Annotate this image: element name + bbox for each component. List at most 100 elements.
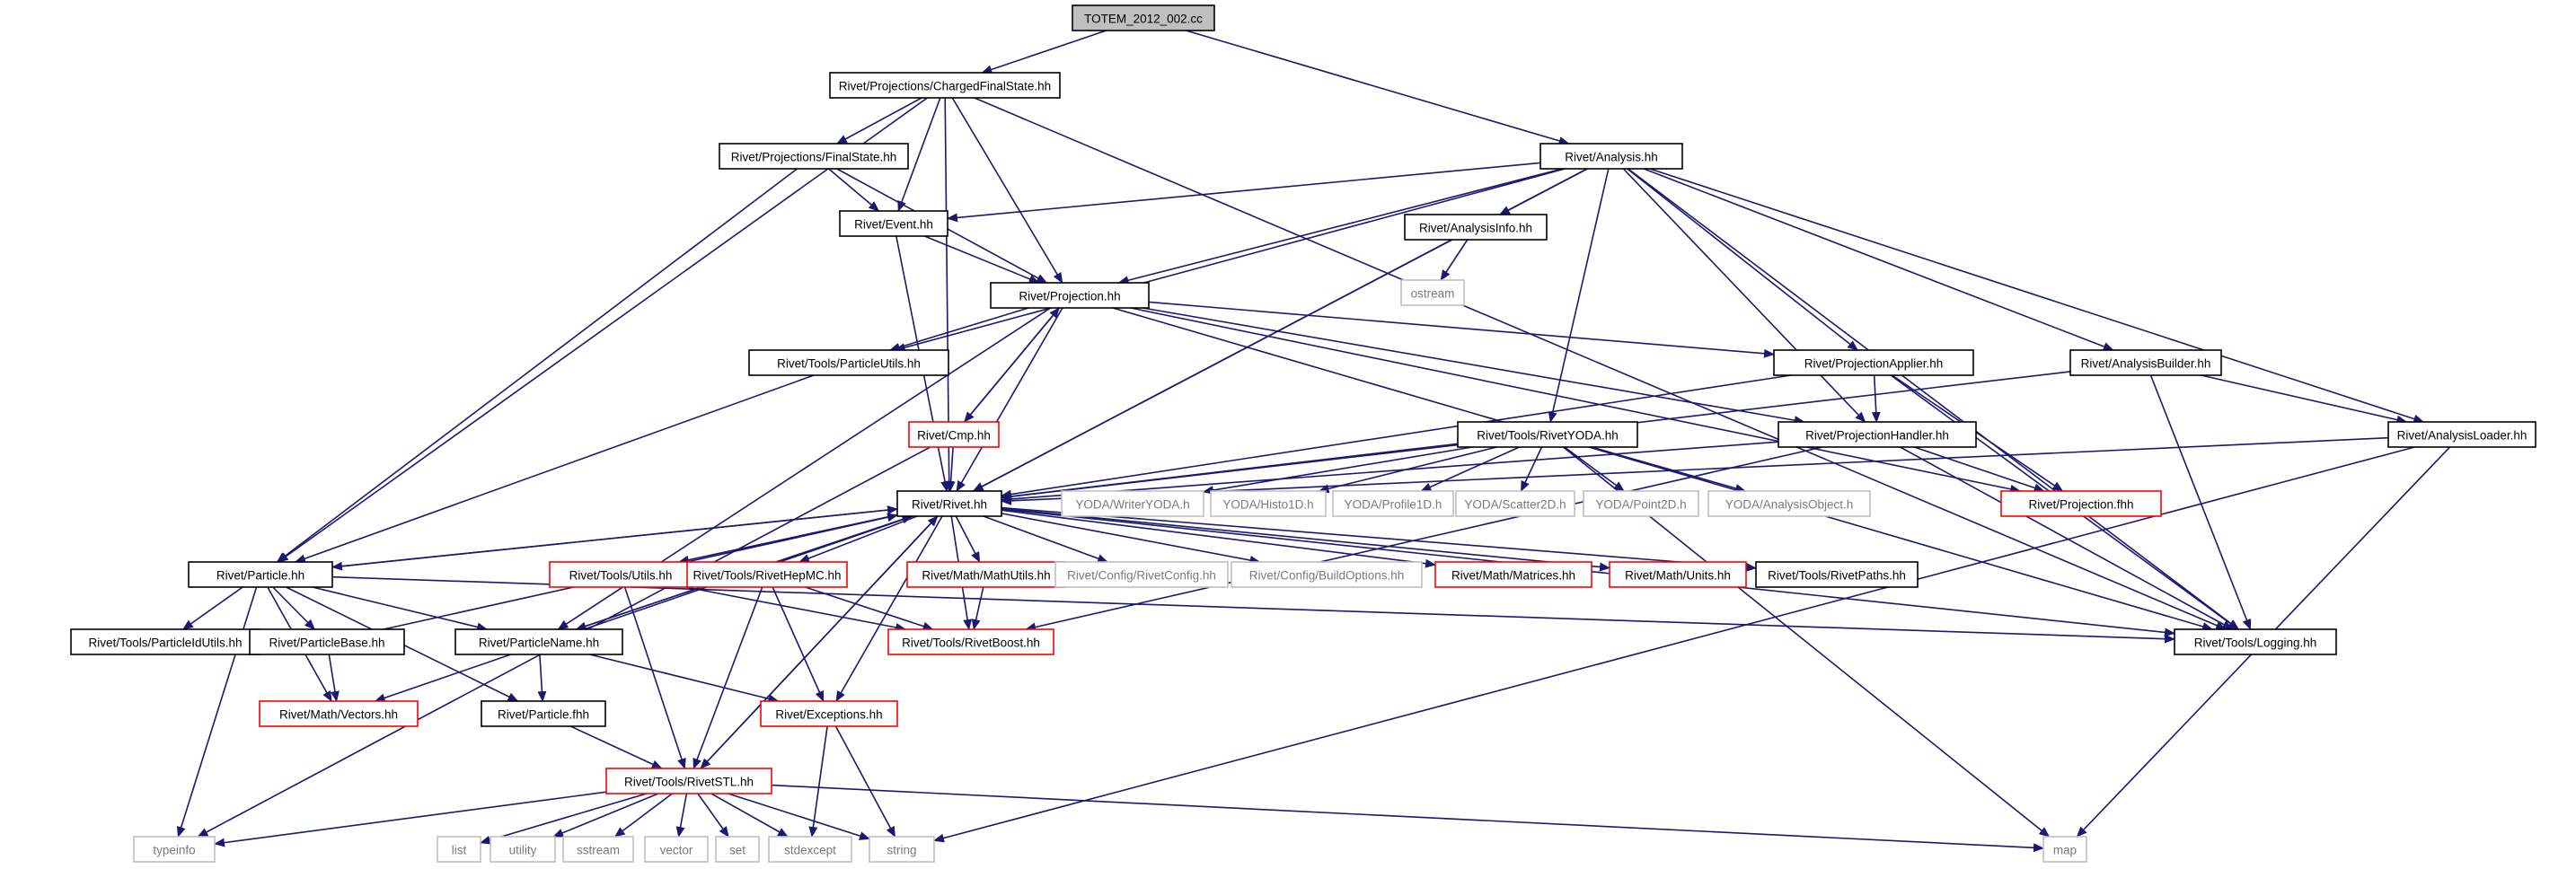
file-node-rivet-tools-rivetpaths-hh[interactable]: Rivet/Tools/RivetPaths.hh [1755,561,1919,588]
file-node-rivet-analysisloader-hh[interactable]: Rivet/AnalysisLoader.hh [2387,421,2536,448]
file-node-stdexcept: stdexcept [768,836,852,863]
edge-putils-to-particle [294,374,815,563]
node-box [481,700,606,727]
node-box [829,72,1061,99]
file-node-rivet-tools-rivetyoda-hh[interactable]: Rivet/Tools/RivetYODA.hh [1457,421,1638,448]
node-box [259,700,419,727]
node-label: stdexcept [784,844,836,857]
file-node-map: map [2042,836,2087,863]
edge-rivet-to-bconfig [1001,513,1261,565]
file-node-rivet-math-units-hh[interactable]: Rivet/Math/Units.hh [1609,561,1747,588]
file-node-rivet-tools-utils-hh[interactable]: Rivet/Tools/Utils.hh [549,561,693,588]
edge-phandler-to-rboost [1025,446,1822,632]
node-label: Rivet/Tools/ParticleUtils.hh [777,357,921,371]
node-label: map [2053,844,2077,857]
edge-rivet-to-units [1001,507,1610,572]
file-node-rivet-tools-rivetboost-hh[interactable]: Rivet/Tools/RivetBoost.hh [887,628,1054,655]
file-node-utility: utility [490,836,556,863]
edge-abuilder-to-logging [2149,374,2252,630]
node-box [1054,561,1229,588]
edge-rhepmc-to-rstl [693,586,763,769]
node-box [1707,490,1871,517]
node-box [70,628,260,655]
file-node-rivet-particlename-hh[interactable]: Rivet/ParticleName.hh [454,628,623,655]
file-node-rivet-particle-hh[interactable]: Rivet/Particle.hh [188,561,333,588]
file-node-rivet-rivet-hh[interactable]: Rivet/Rivet.hh [896,490,1002,517]
file-node-rivet-math-mathutils-hh[interactable]: Rivet/Math/MathUtils.hh [906,561,1066,588]
edge-tutils-to-rstl [623,586,686,769]
file-node-rivet-tools-particleidutils-hh[interactable]: Rivet/Tools/ParticleIdUtils.hh [70,628,260,655]
node-box [490,836,556,863]
edge-rstl-to-utility [552,793,659,838]
node-box [1061,490,1204,517]
node-box [2174,628,2337,655]
node-label: Rivet/Analysis.hh [1565,151,1658,164]
edge-ana-to-logging [1628,168,2240,630]
edge-exceptions-to-string [834,725,896,838]
edge-cfs-to-fs [836,97,922,145]
node-box [1457,421,1638,448]
file-node-rivet-particle-fhh[interactable]: Rivet/Particle.fhh [481,700,606,727]
file-node-rivet-cmp-hh[interactable]: Rivet/Cmp.hh [908,421,1000,448]
file-node-rivet-projectionapplier-hh[interactable]: Rivet/ProjectionApplier.hh [1773,349,1974,376]
node-box [896,490,1002,517]
edge-rstl-to-set [697,793,729,838]
file-node-totem-2012-002-cc: TOTEM_2012_002.cc [1072,4,1215,31]
node-box [760,700,898,727]
edge-particle-to-rivet [331,505,898,568]
node-label: Rivet/Particle.fhh [498,708,589,722]
node-label: utility [509,844,537,857]
file-node-rivet-analysis-hh[interactable]: Rivet/Analysis.hh [1539,143,1683,170]
file-node-rivet-projection-hh[interactable]: Rivet/Projection.hh [990,282,1150,309]
node-box [249,628,405,655]
edge-ana-to-papplier [1627,168,1858,351]
node-label: Rivet/Tools/Logging.hh [2194,636,2317,650]
node-label: Rivet/ParticleName.hh [479,636,599,650]
file-node-yoda-histo1d-h: YODA/Histo1D.h [1210,490,1327,517]
file-node-rivet-tools-rivethepmc-hh[interactable]: Rivet/Tools/RivetHepMC.hh [686,561,848,588]
file-node-rivet-analysisbuilder-hh[interactable]: Rivet/AnalysisBuilder.hh [2069,349,2222,376]
file-node-rivet-math-matrices-hh[interactable]: Rivet/Math/Matrices.hh [1434,561,1592,588]
edge-fs-to-particle [276,168,798,563]
node-label: Rivet/Tools/RivetYODA.hh [1477,429,1619,443]
edge-rhepmc-to-rboost [805,586,934,631]
file-node-rivet-math-vectors-hh[interactable]: Rivet/Math/Vectors.hh [259,700,419,727]
edge-fs-to-event [828,168,880,212]
edge-proj-to-rivet [956,307,1063,492]
node-box [2069,349,2222,376]
node-box [2387,421,2536,448]
file-node-rivet-tools-particleutils-hh[interactable]: Rivet/Tools/ParticleUtils.hh [748,349,949,376]
file-node-rivet-exceptions-hh[interactable]: Rivet/Exceptions.hh [760,700,898,727]
file-node-rivet-config-buildoptions-hh: Rivet/Config/BuildOptions.hh [1231,561,1423,588]
file-node-rivet-particlebase-hh[interactable]: Rivet/ParticleBase.hh [249,628,405,655]
file-node-rivet-projection-fhh[interactable]: Rivet/Projection.fhh [2000,490,2162,517]
node-label: YODA/Scatter2D.h [1464,498,1566,512]
node-box [2042,836,2087,863]
node-box [748,349,949,376]
file-node-yoda-scatter2d-h: YODA/Scatter2D.h [1455,490,1575,517]
node-label: Rivet/Tools/RivetSTL.hh [624,776,754,789]
node-label: Rivet/Tools/RivetBoost.hh [902,636,1040,650]
edge-tutils-to-rboost [685,586,907,632]
file-node-rivet-tools-logging-hh[interactable]: Rivet/Tools/Logging.hh [2174,628,2337,655]
node-box [768,836,852,863]
file-node-yoda-point2d-h: YODA/Point2D.h [1583,490,1699,517]
node-label: Rivet/Config/RivetConfig.hh [1067,569,1216,583]
node-box [644,836,709,863]
node-box [1455,490,1575,517]
file-node-vector: vector [644,836,709,863]
node-box [839,210,948,237]
file-node-rivet-tools-rivetstl-hh[interactable]: Rivet/Tools/RivetSTL.hh [605,768,772,794]
node-box [133,836,216,863]
edge-ryoda-to-yao [1591,446,1747,493]
edge-papplier-to-phandler [1871,374,1881,423]
node-label: set [729,844,745,857]
file-node-rivet-projections-chargedfinalstate-hh[interactable]: Rivet/Projections/ChargedFinalState.hh [829,72,1061,99]
file-node-rivet-projectionhandler-hh[interactable]: Rivet/ProjectionHandler.hh [1778,421,1977,448]
file-node-rivet-event-hh[interactable]: Rivet/Event.hh [839,210,948,237]
node-label: Rivet/ProjectionApplier.hh [1804,357,1944,371]
node-box [1583,490,1699,517]
file-node-rivet-projections-finalstate-hh[interactable]: Rivet/Projections/FinalState.hh [719,143,909,170]
file-node-rivet-analysisinfo-hh[interactable]: Rivet/AnalysisInfo.hh [1404,214,1548,241]
node-label: Rivet/Tools/Utils.hh [569,569,673,583]
